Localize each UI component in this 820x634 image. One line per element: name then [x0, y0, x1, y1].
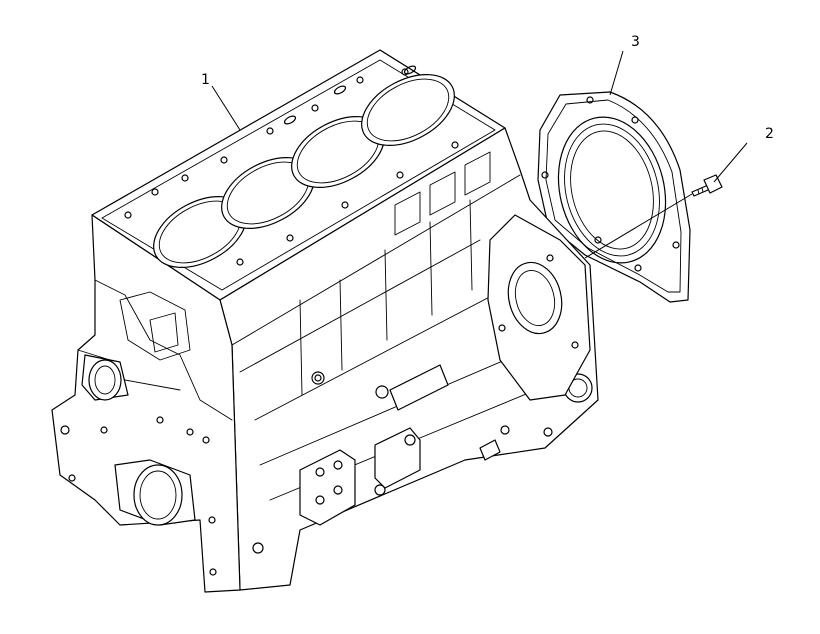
callout-1: 1 [201, 72, 210, 88]
leader-line-3 [609, 50, 624, 96]
callout-3: 3 [631, 34, 640, 50]
leader-lines [211, 50, 748, 259]
leader-line-1 [211, 85, 241, 131]
leader-line-bolt-to-housing [584, 193, 693, 259]
block-side-details [231, 151, 593, 526]
callout-2: 2 [765, 126, 774, 142]
cylinder-bores [153, 74, 455, 268]
leader-line-2 [713, 142, 748, 183]
rear-seal-housing [537, 91, 691, 303]
rear-flange [487, 214, 591, 401]
bolt [691, 174, 723, 197]
deck-holes [124, 65, 459, 266]
cylinder-block [51, 49, 599, 593]
front-face-details [60, 279, 264, 576]
